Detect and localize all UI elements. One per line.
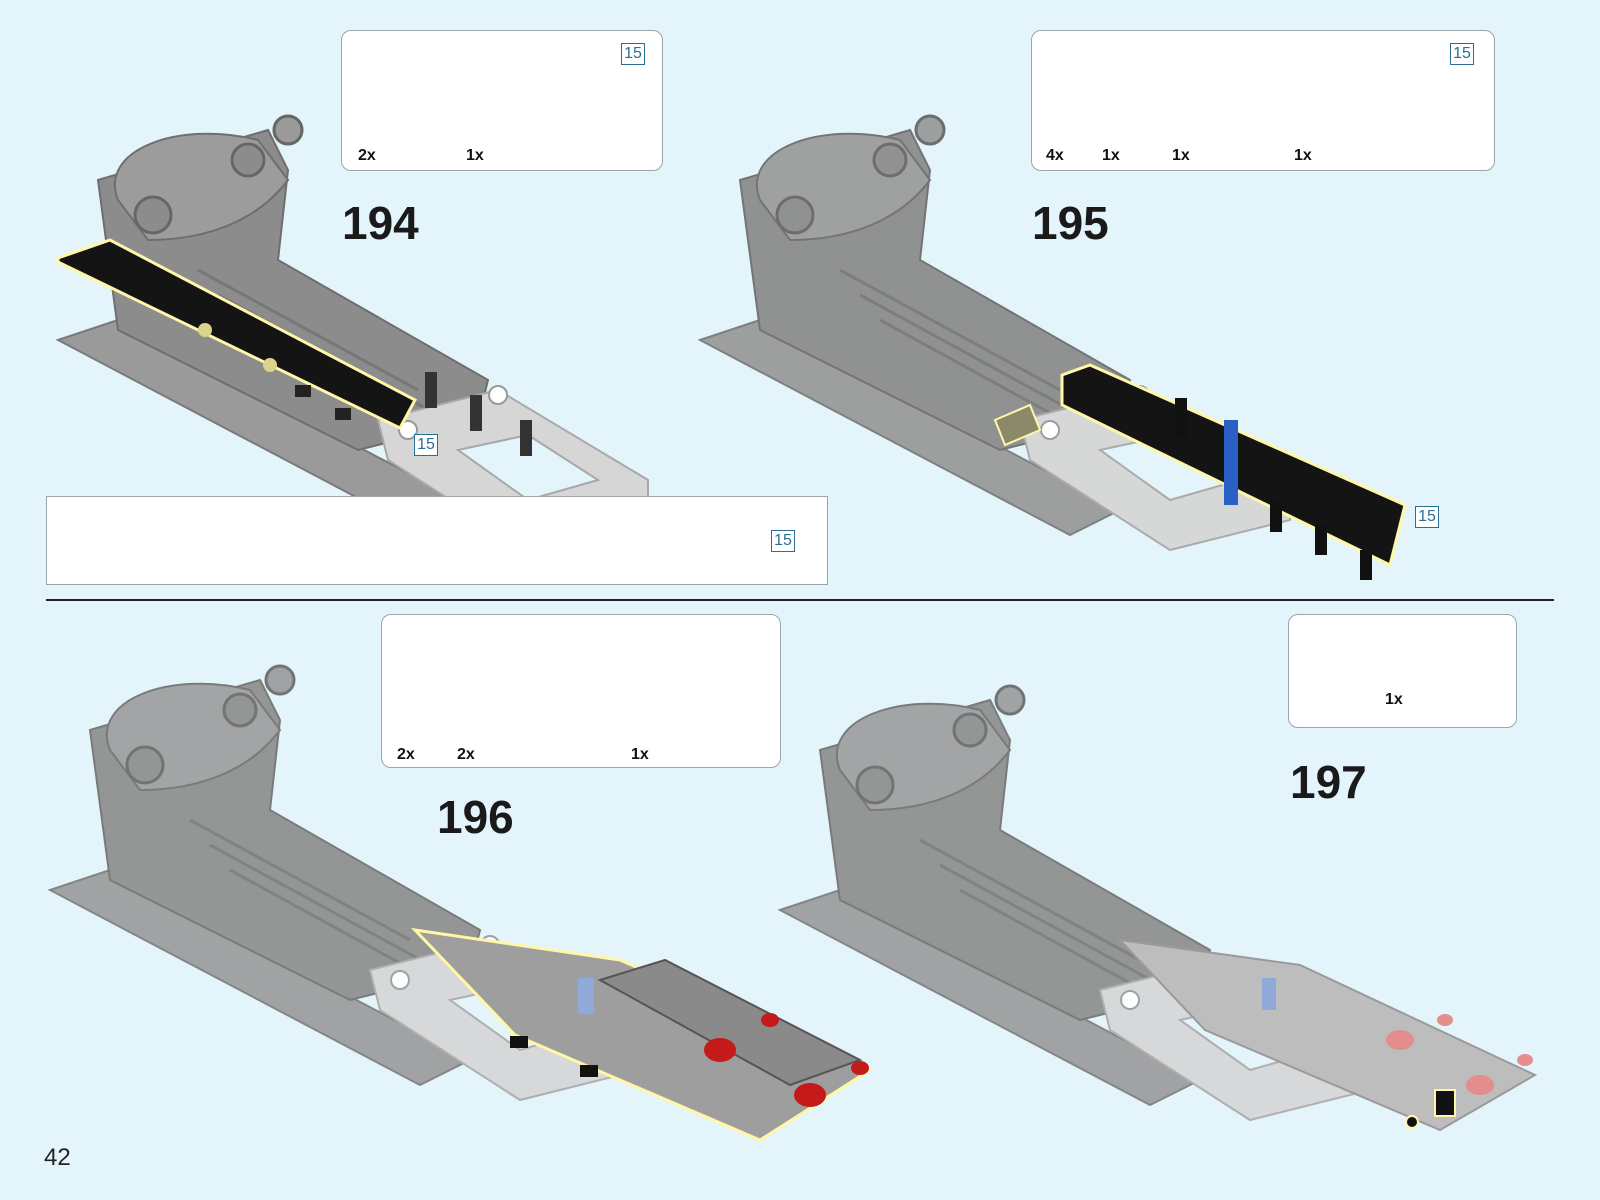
part-quantity: 1x <box>631 746 649 763</box>
part-quantity: 2x <box>397 746 415 763</box>
part-quantity: 1x <box>1172 147 1190 164</box>
step-195-scene <box>698 114 1407 580</box>
parts-callout-194: 2x 1x 15 <box>341 30 663 171</box>
page-divider <box>46 599 1554 601</box>
part-quantity: 2x <box>457 746 475 763</box>
length-indicator: 15 <box>621 43 645 65</box>
length-indicator: 15 <box>414 434 438 456</box>
parts-callout-197: 1x <box>1288 614 1517 728</box>
page-number: 42 <box>44 1144 71 1171</box>
length-indicator: 15 <box>1415 506 1439 528</box>
step-number-196: 196 <box>437 791 514 843</box>
step-number-195: 195 <box>1032 197 1109 249</box>
length-ruler-panel: 15 <box>46 496 828 585</box>
part-quantity: 1x <box>1385 691 1403 708</box>
part-quantity: 1x <box>1102 147 1120 164</box>
step-number-194: 194 <box>342 197 419 249</box>
part-quantity: 1x <box>1294 147 1312 164</box>
part-quantity: 1x <box>466 147 484 164</box>
step-197-scene <box>778 684 1538 1132</box>
parts-callout-195: 4x 1x 1x 1x 15 <box>1031 30 1495 171</box>
part-quantity: 2x <box>358 147 376 164</box>
length-indicator: 15 <box>1450 43 1474 65</box>
step-194-scene <box>56 114 650 552</box>
length-indicator: 15 <box>771 530 795 552</box>
step-number-197: 197 <box>1290 756 1367 808</box>
parts-callout-196: 2x 2x 1x <box>381 614 781 768</box>
part-quantity: 4x <box>1046 147 1064 164</box>
step-196-scene <box>48 664 874 1142</box>
